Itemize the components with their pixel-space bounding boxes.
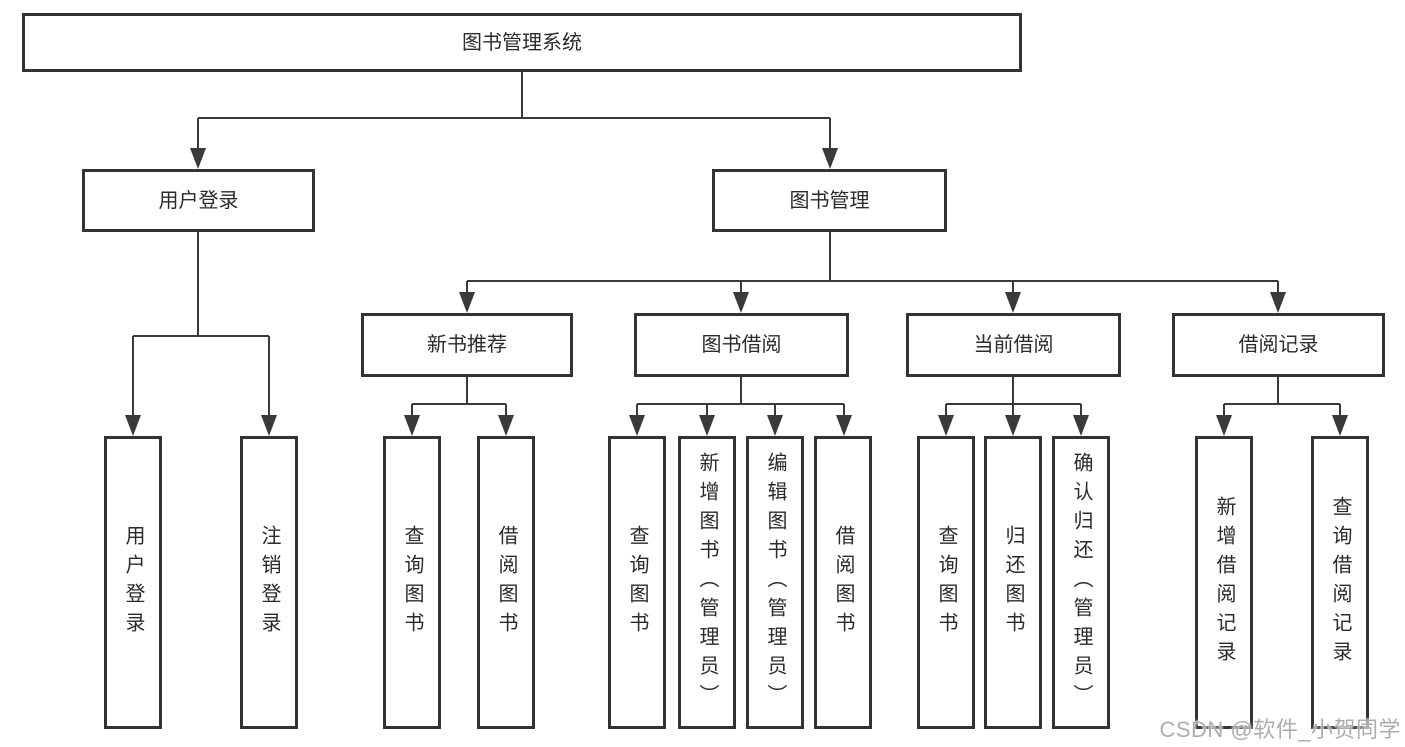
node-root-system: 图书管理系统 bbox=[22, 13, 1022, 72]
node-new-book-recommend: 新书推荐 bbox=[361, 313, 573, 377]
leaf-query-borrow-record: 查询借阅记录 bbox=[1311, 436, 1369, 729]
node-book-borrow: 图书借阅 bbox=[634, 313, 849, 377]
watermark: CSDN @软件_小贺同学 bbox=[1159, 717, 1401, 742]
leaf-borrow-books-recommend: 借阅图书 bbox=[477, 436, 535, 729]
leaf-query-books-current: 查询图书 bbox=[917, 436, 975, 729]
leaf-logout: 注销登录 bbox=[240, 436, 298, 729]
leaf-user-login: 用户登录 bbox=[104, 436, 162, 729]
leaf-return-book: 归还图书 bbox=[984, 436, 1042, 729]
leaf-borrow-books: 借阅图书 bbox=[814, 436, 872, 729]
leaf-query-books-borrow: 查询图书 bbox=[608, 436, 666, 729]
node-book-management: 图书管理 bbox=[712, 169, 947, 232]
node-current-borrow: 当前借阅 bbox=[906, 313, 1121, 377]
node-borrow-records: 借阅记录 bbox=[1172, 313, 1385, 377]
leaf-edit-book-admin: 编辑图书（管理员） bbox=[746, 436, 804, 729]
leaf-add-borrow-record: 新增借阅记录 bbox=[1195, 436, 1253, 729]
leaf-add-book-admin: 新增图书（管理员） bbox=[678, 436, 736, 729]
leaf-confirm-return-admin: 确认归还（管理员） bbox=[1052, 436, 1110, 729]
leaf-query-books-recommend: 查询图书 bbox=[383, 436, 441, 729]
node-user-login: 用户登录 bbox=[82, 169, 315, 232]
